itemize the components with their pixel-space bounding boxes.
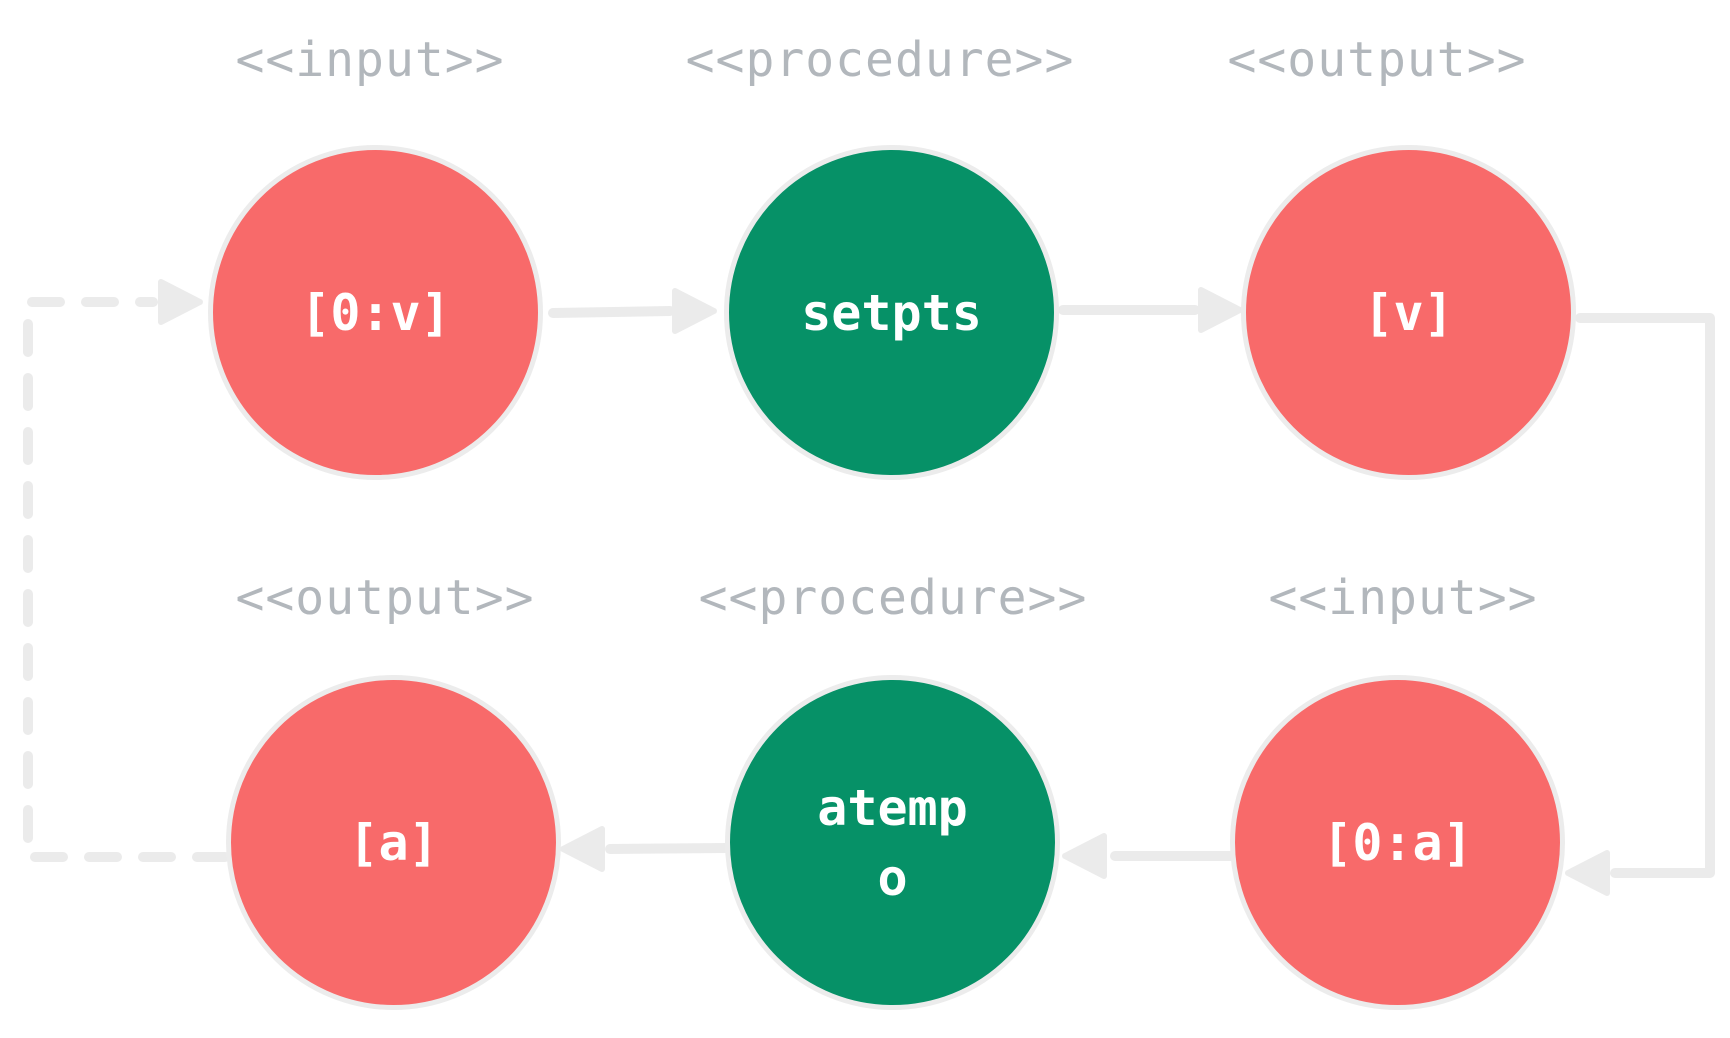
node-input-v-label: [0:v]: [300, 283, 451, 342]
arrowhead-to-setpts: [672, 288, 717, 334]
node-procedure-setpts-label: setpts: [801, 283, 982, 342]
arrowhead-to-atempo: [1062, 833, 1107, 879]
arrowhead-to-input-v: [158, 279, 203, 325]
stereotype-input-v: <<input>>: [235, 32, 505, 88]
node-input-v[interactable]: [0:v]: [208, 145, 543, 480]
node-procedure-atempo-label: atempo: [817, 778, 968, 907]
node-output-a[interactable]: [a]: [226, 675, 561, 1010]
node-procedure-setpts[interactable]: setpts: [724, 145, 1059, 480]
stereotype-output-v: <<output>>: [1227, 32, 1527, 88]
arrowhead-to-input-a: [1565, 850, 1610, 896]
edge-output-a-to-input-v-dashed: [23, 297, 230, 862]
stereotype-procedure-setpts: <<procedure>>: [685, 32, 1075, 88]
edge-input-v-to-setpts: [548, 306, 675, 318]
node-procedure-atempo[interactable]: atempo: [725, 675, 1060, 1010]
node-input-a-label: [0:a]: [1322, 813, 1473, 872]
node-output-v-label: [v]: [1363, 283, 1454, 342]
arrowhead-to-output-a: [560, 826, 605, 872]
arrowhead-to-output-v: [1198, 287, 1243, 333]
stereotype-procedure-atempo: <<procedure>>: [698, 570, 1088, 626]
node-input-a[interactable]: [0:a]: [1230, 675, 1565, 1010]
node-output-a-label: [a]: [348, 813, 439, 872]
stereotype-output-a: <<output>>: [235, 570, 535, 626]
edge-output-v-to-input-a: [1575, 313, 1715, 878]
node-output-v[interactable]: [v]: [1241, 145, 1576, 480]
edge-atempo-to-output-a: [605, 843, 732, 854]
stereotype-input-a: <<input>>: [1268, 570, 1538, 626]
